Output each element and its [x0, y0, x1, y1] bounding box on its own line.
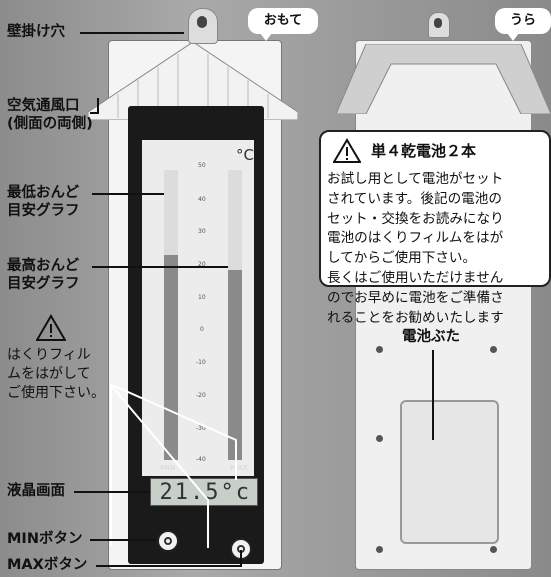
notice-body: お試し用として電池がセット されています。後記の電池の セット・交換をお読みにな…: [327, 171, 504, 326]
min-button-label: MINボタン: [7, 531, 83, 547]
wall-hole-pointer: [80, 32, 184, 34]
scale-label: -20: [196, 392, 206, 399]
scale-label: 50: [198, 162, 206, 169]
scale-label: 30: [198, 228, 206, 235]
scale-label: 40: [198, 196, 206, 203]
scale-label: -40: [196, 456, 206, 463]
vent-pointer: [90, 112, 98, 114]
max-button-pointer-vertical: [240, 550, 242, 567]
max-tag: MAX: [230, 464, 248, 472]
battery-cover[interactable]: [400, 400, 499, 544]
screw: [376, 435, 383, 442]
max-tube-fill: [228, 270, 242, 460]
unit-label: °C: [236, 146, 254, 164]
wall-hole: [197, 16, 207, 28]
min-button[interactable]: [157, 530, 179, 552]
back-tag: うら: [495, 8, 551, 41]
peel-pointer-lines: [109, 383, 237, 548]
scale-label: 20: [198, 261, 206, 268]
peel-pointer-min: [110, 386, 112, 546]
battery-notice: 単４乾電池２本 お試し用として電池がセット されています。後記の電池の セット・…: [319, 130, 551, 326]
min-button-pointer: [90, 539, 156, 541]
scale-label: -10: [196, 359, 206, 366]
screw: [490, 346, 497, 353]
wall-hole-label: 壁掛け穴: [7, 24, 65, 40]
max-button-label: MAXボタン: [7, 557, 88, 573]
screw: [376, 546, 383, 553]
scale-label: 0: [200, 326, 204, 333]
peel-warning-icon: [36, 314, 66, 341]
warning-icon: [333, 138, 361, 163]
back-bracket: [336, 44, 551, 114]
min-graph-label: 最低おんど 目安グラフ: [7, 185, 80, 219]
max-tube: [228, 170, 242, 460]
min-graph-pointer: [92, 193, 164, 195]
lcd-pointer: [74, 491, 150, 493]
back-hole: [434, 18, 442, 28]
battery-cover-label: 電池ぶた: [402, 329, 460, 345]
notice-title: 単４乾電池２本: [371, 142, 477, 160]
lcd-display: 21.5°c: [150, 478, 258, 506]
max-button-pointer: [96, 565, 240, 567]
screw: [490, 546, 497, 553]
max-graph-label: 最高おんど 目安グラフ: [7, 258, 80, 292]
lcd-label: 液晶画面: [7, 483, 65, 499]
screw: [376, 346, 383, 353]
peel-film-label: はくりフィル ムをはがして ご使用下さい。: [7, 347, 105, 401]
battery-cover-pointer: [432, 350, 434, 440]
vent-label: 空気通風口 (側面の両側): [7, 98, 93, 132]
max-graph-pointer: [92, 266, 228, 268]
scale-label: -30: [196, 425, 206, 432]
min-tag: MIN: [160, 464, 176, 472]
front-tag: おもて: [248, 8, 318, 41]
scale-label: 10: [198, 294, 206, 301]
vent-pointer-vertical: [97, 98, 99, 114]
